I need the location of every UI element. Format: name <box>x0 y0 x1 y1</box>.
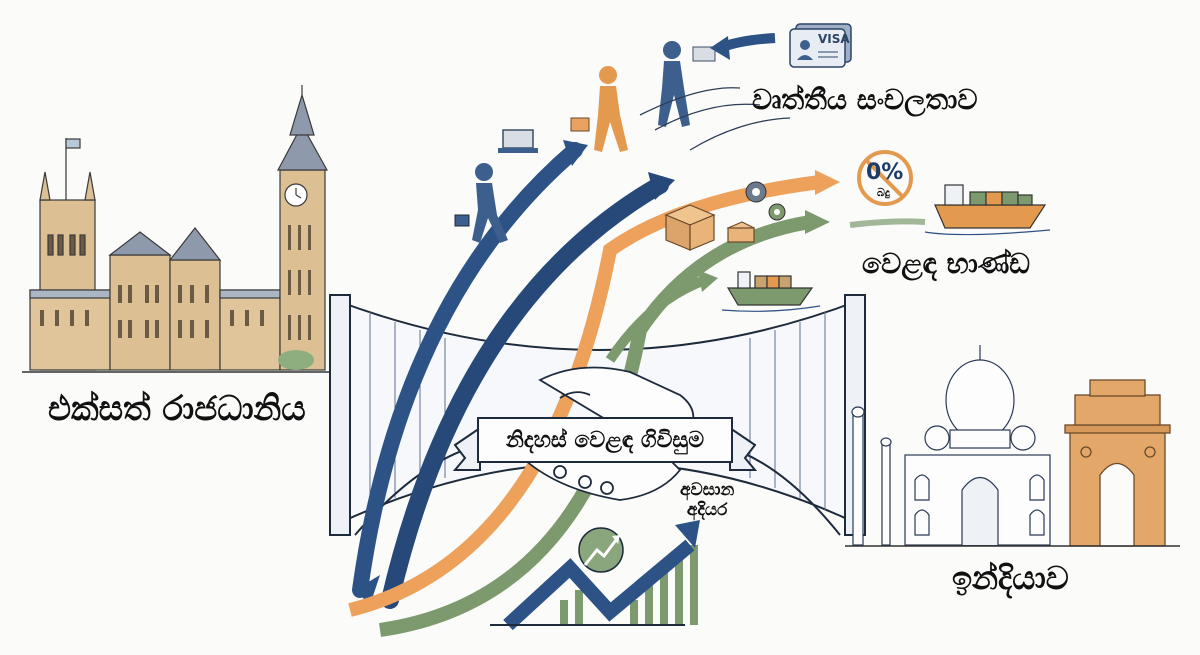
speed-lines <box>639 87 791 151</box>
professional-figure-1 <box>454 163 508 243</box>
goods-arrows-orange <box>348 170 840 617</box>
mobility-label: වෘත්තීය සංචලතාව <box>752 83 978 116</box>
uk-label: එක්සත් රාජධානිය <box>48 389 306 429</box>
cardboard-box-icon <box>664 204 756 251</box>
visa-card-text: VISA <box>818 32 850 46</box>
tariff-caption: බදු <box>877 186 890 199</box>
professional-figure-3 <box>658 41 716 127</box>
cargo-ship-icon-small <box>721 271 821 312</box>
final-phase-label: අවසාන අදියර <box>680 480 734 521</box>
banner-title: නිදහස් වෙළඳ ගිවිසුම <box>505 427 705 453</box>
india-label: ඉන්දියාව <box>952 559 1069 597</box>
gear-icon <box>745 181 786 221</box>
goods-label: වෙළඳ භාණ්ඩ <box>862 247 1031 280</box>
india-gate-icon <box>1064 379 1171 547</box>
zero-tariff-value: 0% <box>866 160 904 185</box>
final-phase-line-1: අවසාන <box>680 480 735 500</box>
sea-trail <box>849 218 926 228</box>
agreement-banner <box>452 417 758 471</box>
cargo-ship-icon-large <box>924 184 1051 236</box>
big-ben-icon <box>277 85 329 371</box>
westminster-palace-icon <box>29 138 281 371</box>
laptop-icon-1 <box>498 129 538 153</box>
growth-chart-icon <box>490 520 700 631</box>
visa-card-icon <box>789 23 852 68</box>
taj-mahal-icon <box>851 345 1051 546</box>
final-phase-line-2: අදියර <box>686 500 728 521</box>
professional-figure-2 <box>570 66 628 152</box>
zero-tariff-icon <box>857 150 913 206</box>
mobility-arrows <box>352 140 675 609</box>
